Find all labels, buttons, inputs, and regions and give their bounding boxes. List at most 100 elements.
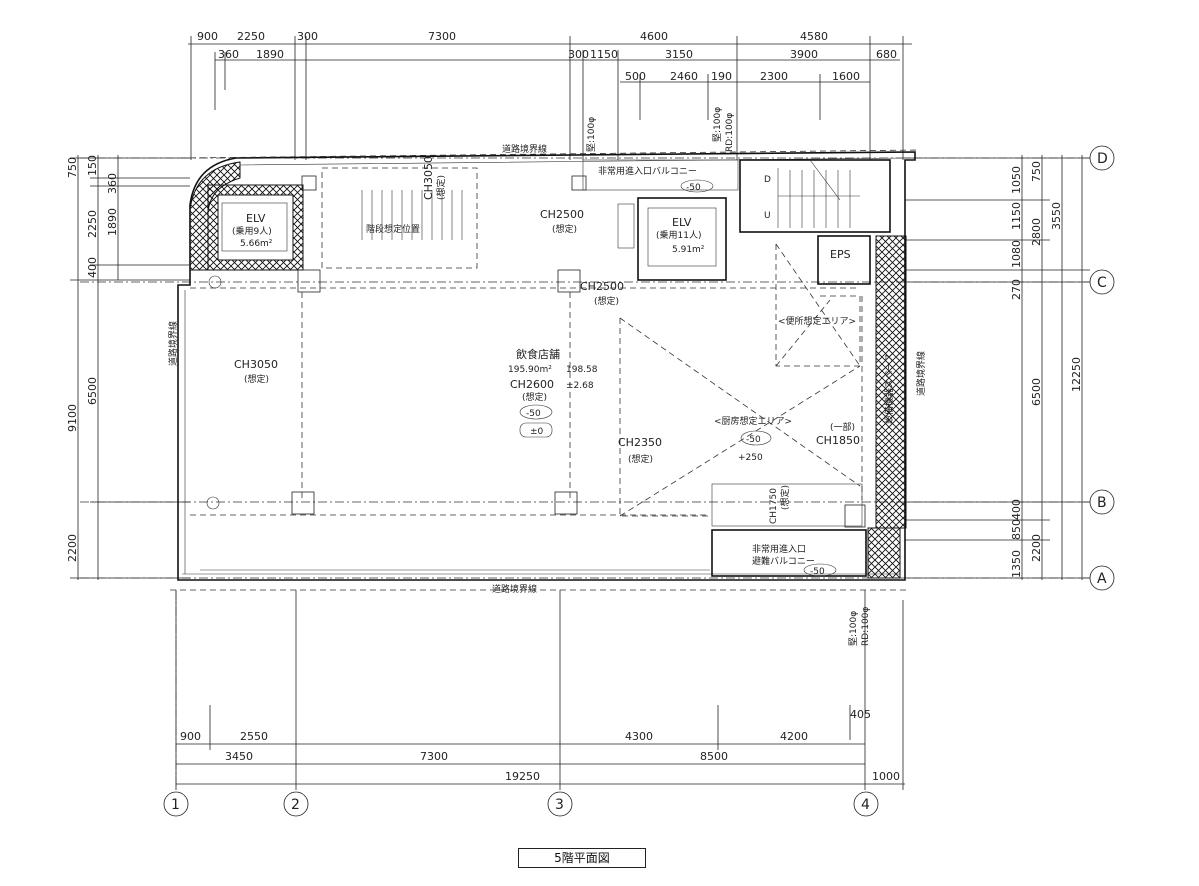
dim-right-1150: 1150 <box>1010 202 1023 230</box>
grid-bubble-1: 1 <box>163 791 189 817</box>
ch1750-sub: (想定) <box>779 485 791 510</box>
dim-top-680: 680 <box>876 48 897 61</box>
dim-top-3900: 3900 <box>790 48 818 61</box>
left-dimension-lines: 750 150 360 1890 2250 400 6500 9100 2200 <box>66 155 190 580</box>
dim-top-2300: 2300 <box>760 70 788 83</box>
svg-text:C: C <box>1097 275 1107 291</box>
stair-up: U <box>764 211 771 221</box>
elv1-area: 5.66m² <box>240 239 273 249</box>
boundary-bottom: 道路境界線 <box>492 583 537 595</box>
lvl-b: ±0 <box>530 427 544 437</box>
dim-top-500: 500 <box>625 70 646 83</box>
emerg-bot-lvl: -50 <box>810 567 825 577</box>
elv1-sub: (乗用9人) <box>232 225 272 237</box>
dim-right-3550: 3550 <box>1050 202 1063 230</box>
dim-left-150: 150 <box>86 155 99 176</box>
eps-room: EPS <box>817 235 871 285</box>
emerg-bot-label: 非常用進入口 <box>752 543 806 555</box>
dim-right-6500: 6500 <box>1030 378 1043 406</box>
svg-text:4: 4 <box>861 797 870 813</box>
ch3050-top: CH3050 <box>422 156 435 200</box>
drawing-title: 5階平面図 <box>518 848 646 868</box>
elv1-label: ELV <box>246 212 266 225</box>
pipe-c: 堅:100φ <box>848 611 859 646</box>
ch2350-label: CH2350 <box>618 436 662 449</box>
restaurant-area-hand: 198.58 <box>566 365 598 375</box>
svg-text:B: B <box>1097 495 1107 511</box>
boundary-left: 道路境界線 <box>167 321 179 366</box>
elv2-sub: (乗用11人) <box>656 229 701 241</box>
dim-top-3150: 3150 <box>665 48 693 61</box>
grid-bubble-4: 4 <box>853 791 879 817</box>
dim-bot-19250: 19250 <box>505 770 540 783</box>
dim-left-2200: 2200 <box>66 534 79 562</box>
ch2600-hand: ±2.68 <box>566 381 594 391</box>
toilet-label: <便所想定エリア> <box>778 315 856 327</box>
kitchen-area: <厨房想定エリア> CH2350 (想定) -50 +250 (一部) CH18… <box>618 296 863 517</box>
grid-bubble-C: C <box>1089 269 1115 295</box>
boundary-labels: 道路境界線 道路境界線 道路境界線 道路境界線 設備機器スペース 堅:100φ … <box>167 107 927 646</box>
partial-label: (一部) <box>830 421 855 433</box>
dim-left-2250: 2250 <box>86 210 99 238</box>
dim-bot-4300: 4300 <box>625 730 653 743</box>
dim-bot-7300: 7300 <box>420 750 448 763</box>
lvl-c: -50 <box>746 435 761 445</box>
dim-top-900: 900 <box>197 30 218 43</box>
grid-bubble-2: 2 <box>283 791 309 817</box>
ch1750-box: CH1750 (想定) <box>711 483 863 527</box>
dim-top-360: 360 <box>218 48 239 61</box>
dim-right-1080: 1080 <box>1010 240 1023 268</box>
emergency-balcony-bottom: 非常用進入口 避難バルコニー -50 <box>711 529 867 577</box>
elv2-label: ELV <box>672 216 692 229</box>
dim-bot-2550: 2550 <box>240 730 268 743</box>
grid-lines <box>80 157 1090 790</box>
pipe-b: 堅:100φ <box>712 107 723 142</box>
dim-top-4600: 4600 <box>640 30 668 43</box>
ch2500-a-sub: (想定) <box>552 223 577 235</box>
dim-bot-3450: 3450 <box>225 750 253 763</box>
dim-right-12250: 12250 <box>1070 357 1083 392</box>
right-stair: D U <box>739 159 891 233</box>
dim-top-1600: 1600 <box>832 70 860 83</box>
dim-right-1350: 1350 <box>1010 550 1023 578</box>
dim-right-1050: 1050 <box>1010 166 1023 194</box>
dim-right-270: 270 <box>1010 279 1023 300</box>
dim-bot-8500: 8500 <box>700 750 728 763</box>
dim-right-400: 400 <box>1010 499 1023 520</box>
dim-right-2800: 2800 <box>1030 218 1043 246</box>
restaurant-labels: 飲食店舗 195.90m² 198.58 CH2600 (想定) ±2.68 -… <box>234 208 624 438</box>
dim-bot-4200: 4200 <box>780 730 808 743</box>
dim-left-360: 360 <box>106 173 119 194</box>
dim-left-1890: 1890 <box>106 208 119 236</box>
dim-left-750: 750 <box>66 157 79 178</box>
ch3050-top-sub: (想定) <box>435 175 447 200</box>
boundary-right: 道路境界線 <box>915 351 927 396</box>
stair-area: 階段想定位置 CH3050 (想定) <box>321 156 478 269</box>
dim-left-400: 400 <box>86 257 99 278</box>
dim-top-1150: 1150 <box>590 48 618 61</box>
ch2600-label: CH2600 <box>510 378 554 391</box>
bottom-dimension-lines: 900 2550 4300 4200 405 3450 7300 8500 19… <box>175 590 905 790</box>
boundary-top: 道路境界線 <box>502 143 547 155</box>
stair-down: D <box>764 175 771 185</box>
emerg-top-label: 非常用進入口バルコニー <box>598 165 697 177</box>
elevator-1: ELV (乗用9人) 5.66m² <box>207 184 304 271</box>
dim-top-4580: 4580 <box>800 30 828 43</box>
stair-area-label: 階段想定位置 <box>366 223 420 235</box>
grid-bubble-3: 3 <box>547 791 573 817</box>
grid-bubble-A: A <box>1089 565 1115 591</box>
ch1850-label: CH1850 <box>816 434 860 447</box>
lvl-c2: +250 <box>738 453 763 463</box>
columns <box>291 175 866 528</box>
dim-top-190: 190 <box>711 70 732 83</box>
dim-right-2200: 2200 <box>1030 534 1043 562</box>
pipe-c2: RD:100φ <box>861 607 871 646</box>
ch2500-b-label: CH2500 <box>580 280 624 293</box>
equip-space: 設備機器スペース <box>883 353 895 424</box>
ch2500-a-label: CH2500 <box>540 208 584 221</box>
dim-top-300: 300 <box>297 30 318 43</box>
svg-text:3: 3 <box>555 797 564 813</box>
emergency-balcony-top: 非常用進入口バルコニー -50 <box>582 159 739 193</box>
restaurant-label: 飲食店舗 <box>516 347 560 361</box>
